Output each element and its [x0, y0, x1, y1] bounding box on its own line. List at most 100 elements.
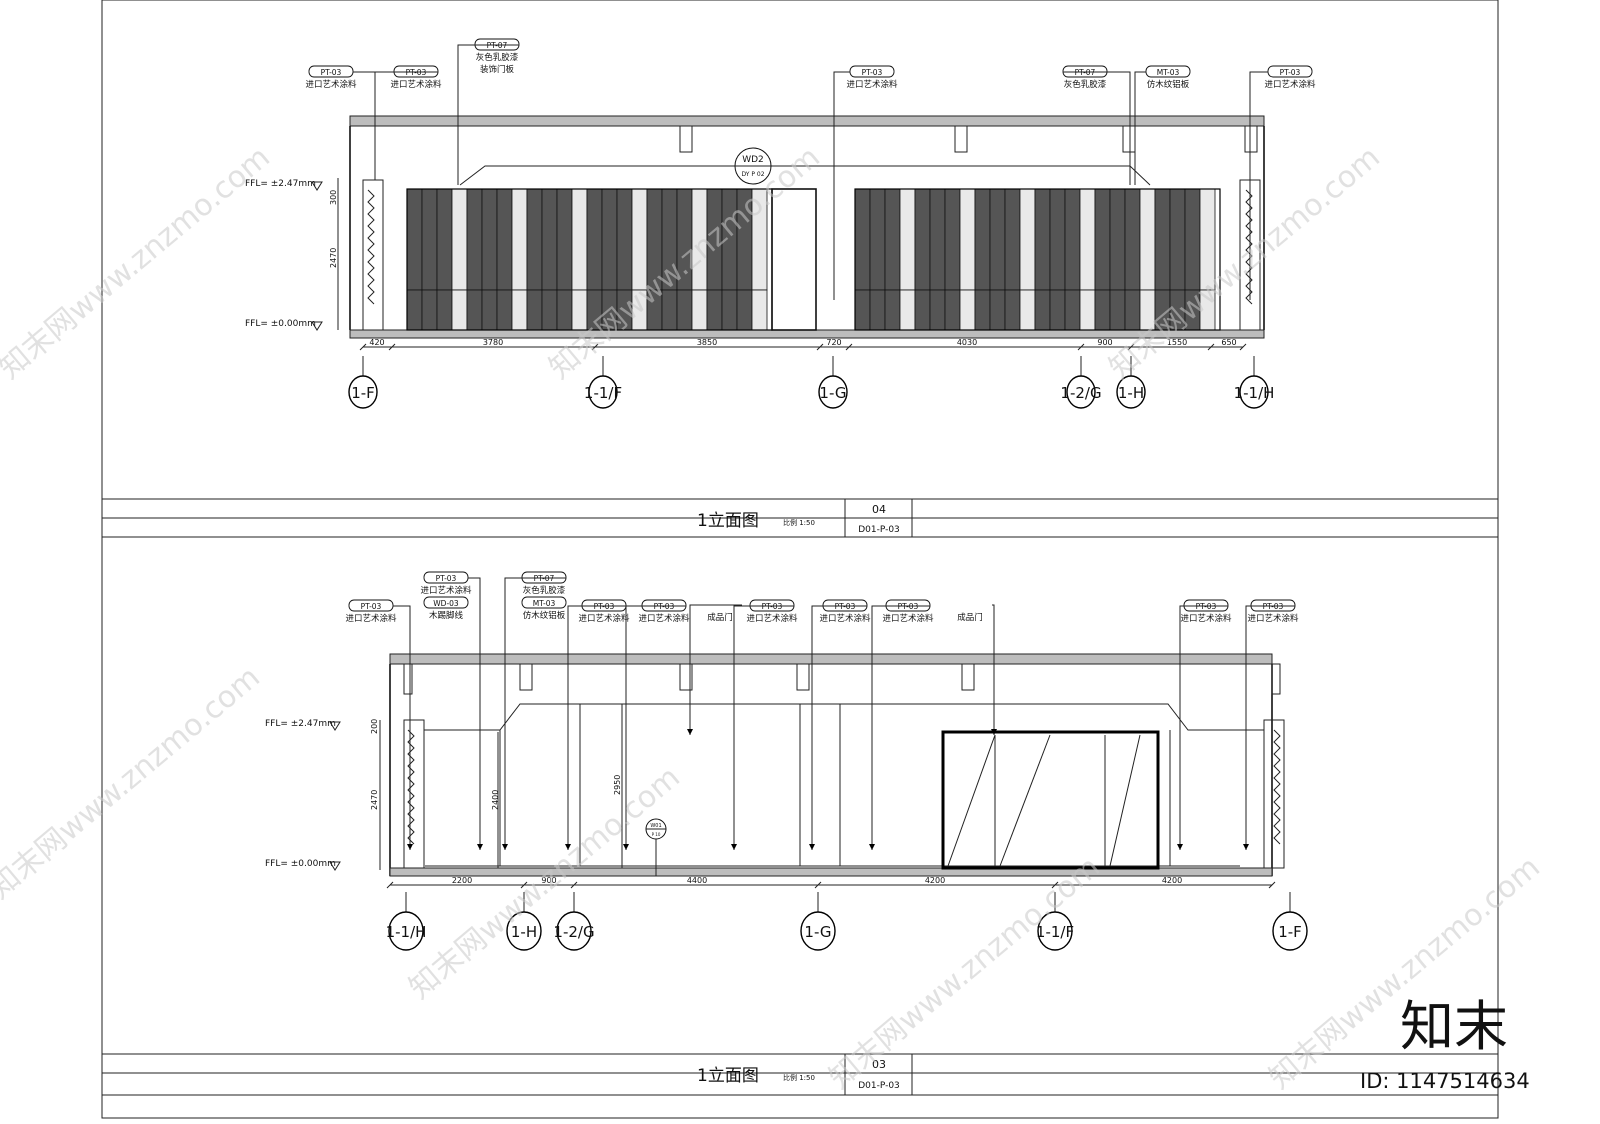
panel-strip — [854, 188, 871, 291]
material-code: PT-03 — [436, 574, 457, 583]
leader-line — [1245, 605, 1295, 850]
leader-line — [1179, 605, 1228, 850]
leader-arrow — [623, 844, 629, 850]
grid-label: 1-H — [511, 923, 537, 941]
leader-arrow — [1243, 844, 1249, 850]
material-code: PT-03 — [321, 68, 342, 77]
leader-line — [733, 605, 794, 850]
dim-vertical: 300 — [329, 190, 338, 205]
elevation-bottom: W01 P 10 FFL= ±2.47mm FFL= ±0.00mm 200 2… — [265, 571, 1308, 951]
door-leaf — [771, 188, 817, 331]
material-name: 仿木纹铝板 — [1147, 79, 1190, 90]
material-name: 进口艺术涂料 — [345, 613, 397, 624]
dim-vertical: 2400 — [491, 790, 500, 810]
watermark-text: 知末网www.znzmo.com — [0, 140, 277, 386]
dimension-value: 650 — [1221, 338, 1236, 347]
panel-strip — [526, 289, 543, 331]
panel-strip — [1049, 188, 1066, 291]
leader-arrow — [731, 844, 737, 850]
view-title: 1立面图 — [697, 1066, 759, 1086]
panel-strip — [481, 289, 498, 331]
beam — [961, 663, 975, 691]
panel-strip — [1094, 289, 1111, 331]
dim-vertical: 2470 — [370, 790, 379, 810]
leader-line — [992, 604, 995, 735]
panel-strip — [899, 188, 916, 291]
elevation-top: WD2 DY P 02 FFL= ±2.47mm FFL= ±0.00mm 30… — [245, 38, 1316, 409]
leader-line — [567, 605, 626, 850]
beam — [1271, 663, 1281, 695]
sheet-code: D01-P-03 — [858, 525, 900, 535]
panel-strip — [1049, 289, 1066, 331]
panel-strip — [691, 289, 708, 331]
material-name: 装饰门板 — [480, 64, 515, 75]
leader-arrow — [809, 844, 815, 850]
panel-strip — [526, 188, 543, 291]
panel-strip — [586, 188, 603, 291]
dimension-value: 420 — [369, 338, 384, 347]
leader-line — [689, 604, 742, 735]
panel-strip — [1169, 188, 1186, 291]
panel-strip — [884, 188, 901, 291]
finished-door-frame — [941, 730, 1160, 870]
view-scale: 比例 1:50 — [783, 518, 815, 527]
panel-strip — [869, 188, 886, 291]
watermark-text: 知末网www.znzmo.com — [403, 760, 687, 1006]
beam — [1244, 125, 1258, 153]
panel-strip — [721, 289, 738, 331]
ceiling-slab — [349, 115, 1265, 127]
level-marker — [311, 181, 323, 191]
grid-label: 1-1/F — [584, 384, 622, 402]
panel-strip — [1019, 188, 1036, 291]
grid-label: 1-G — [804, 923, 831, 941]
material-name: 成品门 — [707, 612, 733, 623]
material-name: 灰色乳胶漆 — [523, 585, 566, 596]
beam — [679, 663, 693, 691]
material-code: MT-03 — [533, 599, 556, 608]
panel-strip — [1004, 188, 1021, 291]
decorative-panel-wall-left — [406, 188, 773, 331]
leader-line — [393, 605, 411, 850]
material-name: 仿木纹铝板 — [523, 610, 566, 621]
beam — [796, 663, 810, 691]
material-name: 进口艺术涂料 — [1247, 613, 1299, 624]
grid-bubble — [506, 911, 542, 951]
level-floor-label: FFL= ±0.00mm — [245, 319, 316, 329]
panel-strip — [511, 188, 528, 291]
grid-bubble — [1272, 911, 1308, 951]
right-wall-finish — [1263, 719, 1285, 869]
panel-strip — [676, 289, 693, 331]
dimension-value: 4200 — [925, 876, 945, 885]
beam — [519, 663, 533, 691]
panel-strip — [436, 188, 453, 291]
dimension-value: 4400 — [687, 876, 707, 885]
leader-arrow — [407, 844, 413, 850]
leader-line — [468, 577, 481, 850]
leader-arrow — [869, 844, 875, 850]
left-wall-finish — [362, 179, 384, 331]
title-block-top: 1立面图 比例 1:50 04 D01-P-03 — [102, 498, 1498, 537]
material-name: 进口艺术涂料 — [578, 613, 630, 624]
floor-slab — [389, 867, 1273, 877]
watermark-id: ID: 1147514634 — [1360, 1069, 1530, 1093]
material-name: 进口艺术涂料 — [882, 613, 934, 624]
grid-bubble — [388, 911, 424, 951]
panel-strip — [451, 289, 468, 331]
grid-bubble — [818, 375, 848, 409]
material-code: PT-03 — [862, 68, 883, 77]
panel-strip — [989, 188, 1006, 291]
grid-bubble — [1037, 911, 1073, 951]
material-name: 进口艺术涂料 — [819, 613, 871, 624]
panel-strip — [1019, 289, 1036, 331]
right-wall-texture — [1273, 729, 1281, 845]
beam — [1122, 125, 1136, 153]
dim-vertical: 2470 — [329, 248, 338, 268]
grid-label: 1-G — [819, 384, 846, 402]
panel-strip — [406, 188, 423, 291]
material-labels: PT-03进口艺术涂料PT-03进口艺术涂料WD-03木踢脚线PT-07灰色乳胶… — [345, 571, 1299, 850]
material-code: MT-03 — [1157, 68, 1180, 77]
